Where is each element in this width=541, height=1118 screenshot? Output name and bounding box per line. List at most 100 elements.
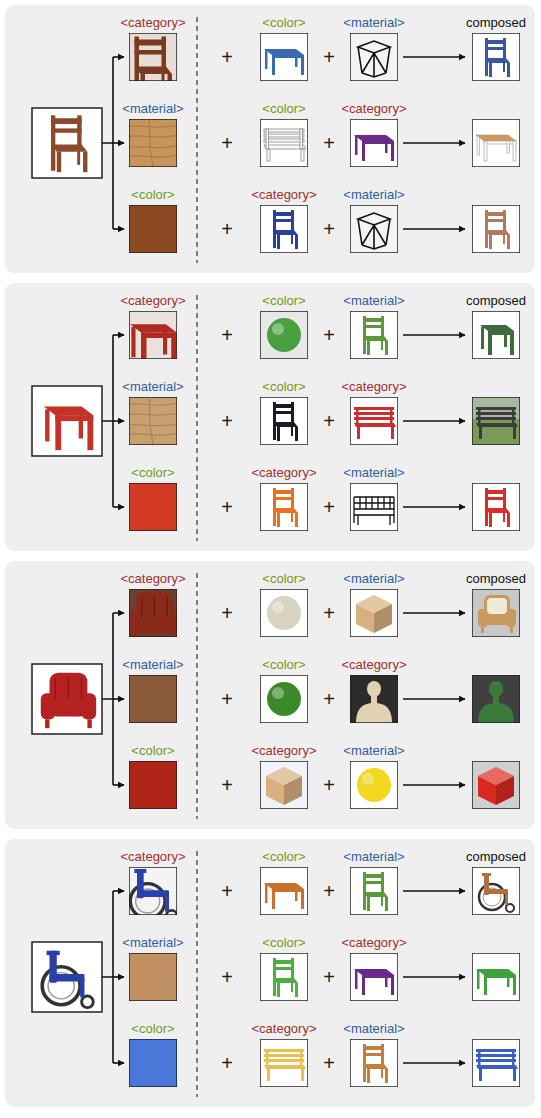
plus-sign: + xyxy=(221,324,233,346)
attribute-tag: <material> xyxy=(343,1021,404,1037)
image-tile xyxy=(350,205,398,253)
image-tile xyxy=(129,1039,177,1087)
image-tile xyxy=(472,483,520,531)
attribute-tag: <color> xyxy=(262,293,305,309)
image-tile xyxy=(129,397,177,445)
image-tile xyxy=(260,953,308,1001)
image-tile xyxy=(260,311,308,359)
plus-sign: + xyxy=(221,688,233,710)
attribute-tag: <material> xyxy=(343,849,404,865)
image-tile xyxy=(472,589,520,637)
attribute-tag: <material> xyxy=(343,465,404,481)
plus-sign: + xyxy=(323,1052,335,1074)
image-tile xyxy=(260,675,308,723)
plus-sign: + xyxy=(221,46,233,68)
image-tile xyxy=(472,397,520,445)
attribute-tag: <material> xyxy=(343,187,404,203)
image-tile xyxy=(129,761,177,809)
plus-sign: + xyxy=(323,966,335,988)
attribute-tag: <category> xyxy=(120,15,185,31)
image-tile xyxy=(350,1039,398,1087)
column-heading: composed xyxy=(466,15,526,31)
image-tile xyxy=(350,761,398,809)
plus-sign: + xyxy=(221,966,233,988)
plus-sign: + xyxy=(221,132,233,154)
attribute-tag: <category> xyxy=(341,101,406,117)
image-tile xyxy=(472,675,520,723)
plus-sign: + xyxy=(323,602,335,624)
attribute-tag: <color> xyxy=(262,15,305,31)
image-tile xyxy=(129,675,177,723)
image-tile xyxy=(350,397,398,445)
image-tile xyxy=(129,953,177,1001)
image-tile xyxy=(350,119,398,167)
image-tile xyxy=(129,33,177,81)
attribute-tag: <color> xyxy=(131,187,174,203)
image-tile xyxy=(129,311,177,359)
image-tile xyxy=(260,205,308,253)
plus-sign: + xyxy=(221,1052,233,1074)
image-tile xyxy=(350,675,398,723)
panel xyxy=(5,5,535,273)
plus-sign: + xyxy=(323,218,335,240)
image-tile xyxy=(260,761,308,809)
image-tile xyxy=(129,867,177,915)
plus-sign: + xyxy=(323,496,335,518)
attribute-tag: <category> xyxy=(341,657,406,673)
attribute-tag: <category> xyxy=(251,465,316,481)
attribute-tag: <category> xyxy=(341,935,406,951)
plus-sign: + xyxy=(323,46,335,68)
attribute-tag: <color> xyxy=(131,465,174,481)
column-heading: composed xyxy=(466,571,526,587)
attribute-tag: <material> xyxy=(122,101,183,117)
plus-sign: + xyxy=(323,774,335,796)
attribute-tag: <color> xyxy=(131,1021,174,1037)
panel xyxy=(5,283,535,551)
image-tile xyxy=(129,205,177,253)
image-tile xyxy=(350,311,398,359)
plus-sign: + xyxy=(323,688,335,710)
attribute-tag: <material> xyxy=(122,935,183,951)
attribute-tag: <category> xyxy=(120,293,185,309)
image-tile xyxy=(350,953,398,1001)
image-tile xyxy=(260,119,308,167)
plus-sign: + xyxy=(221,602,233,624)
source-image xyxy=(32,942,102,1012)
attribute-tag: <color> xyxy=(262,935,305,951)
image-tile xyxy=(260,33,308,81)
image-tile xyxy=(350,483,398,531)
plus-sign: + xyxy=(221,496,233,518)
image-tile xyxy=(472,119,520,167)
attribute-tag: <material> xyxy=(122,379,183,395)
source-image xyxy=(32,108,102,178)
attribute-tag: <category> xyxy=(341,379,406,395)
panel xyxy=(5,839,535,1107)
image-tile xyxy=(472,1039,520,1087)
attribute-tag: <category> xyxy=(120,571,185,587)
attribute-tag: <color> xyxy=(262,379,305,395)
attribute-tag: <color> xyxy=(262,657,305,673)
plus-sign: + xyxy=(221,218,233,240)
image-tile xyxy=(260,397,308,445)
image-tile xyxy=(260,867,308,915)
plus-sign: + xyxy=(323,324,335,346)
attribute-tag: <color> xyxy=(262,101,305,117)
image-tile xyxy=(260,1039,308,1087)
image-tile xyxy=(350,589,398,637)
plus-sign: + xyxy=(221,774,233,796)
attribute-tag: <material> xyxy=(343,293,404,309)
plus-sign: + xyxy=(323,880,335,902)
attribute-tag: <color> xyxy=(262,571,305,587)
attribute-tag: <material> xyxy=(122,657,183,673)
plus-sign: + xyxy=(221,410,233,432)
panel xyxy=(5,561,535,829)
plus-sign: + xyxy=(323,132,335,154)
image-tile xyxy=(472,953,520,1001)
attribute-tag: <material> xyxy=(343,15,404,31)
image-tile xyxy=(472,205,520,253)
attribute-tag: <material> xyxy=(343,571,404,587)
column-heading: composed xyxy=(466,293,526,309)
source-image xyxy=(32,386,102,456)
